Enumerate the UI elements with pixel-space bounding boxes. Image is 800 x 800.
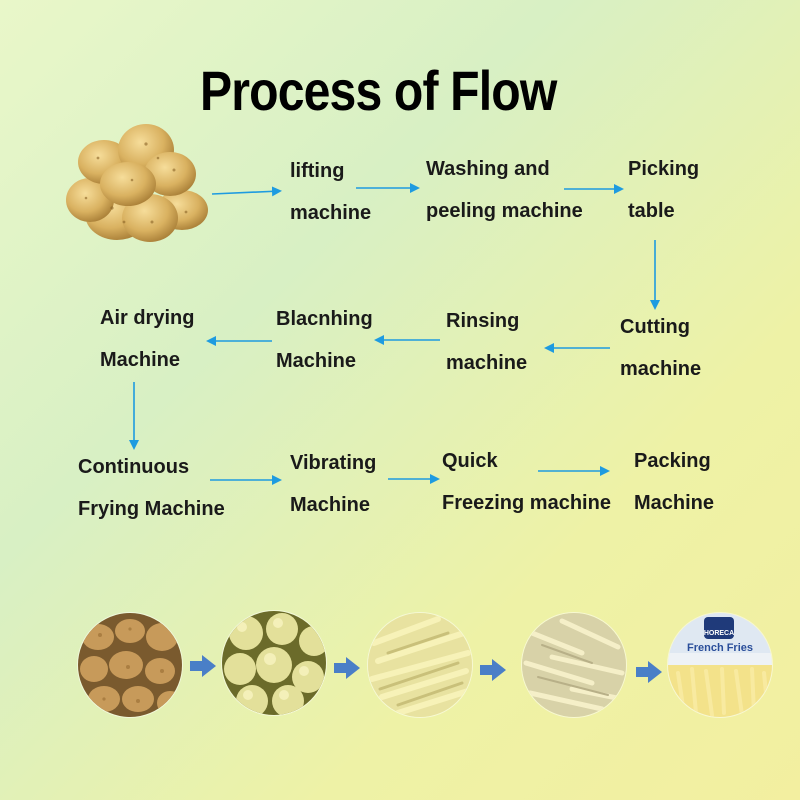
photo-arrow-4 — [636, 661, 662, 683]
peeled-potatoes-photo — [222, 611, 326, 715]
raw-potatoes-photo — [78, 613, 182, 717]
cut-fries-photo — [368, 613, 472, 717]
photo-arrow-1 — [190, 655, 216, 677]
packaged-fries-photo: HORECA French Fries — [668, 613, 772, 717]
package-brand-text: HORECA — [704, 630, 734, 637]
package-product-text: French Fries — [687, 642, 753, 654]
photo-arrow-2 — [334, 657, 360, 679]
photo-arrow-3 — [480, 659, 506, 681]
arrow-potato-to-lifting — [211, 186, 282, 197]
frozen-fries-photo — [522, 613, 626, 717]
page-title: Process of Flow — [200, 59, 557, 122]
potato-pile-image — [62, 118, 212, 248]
